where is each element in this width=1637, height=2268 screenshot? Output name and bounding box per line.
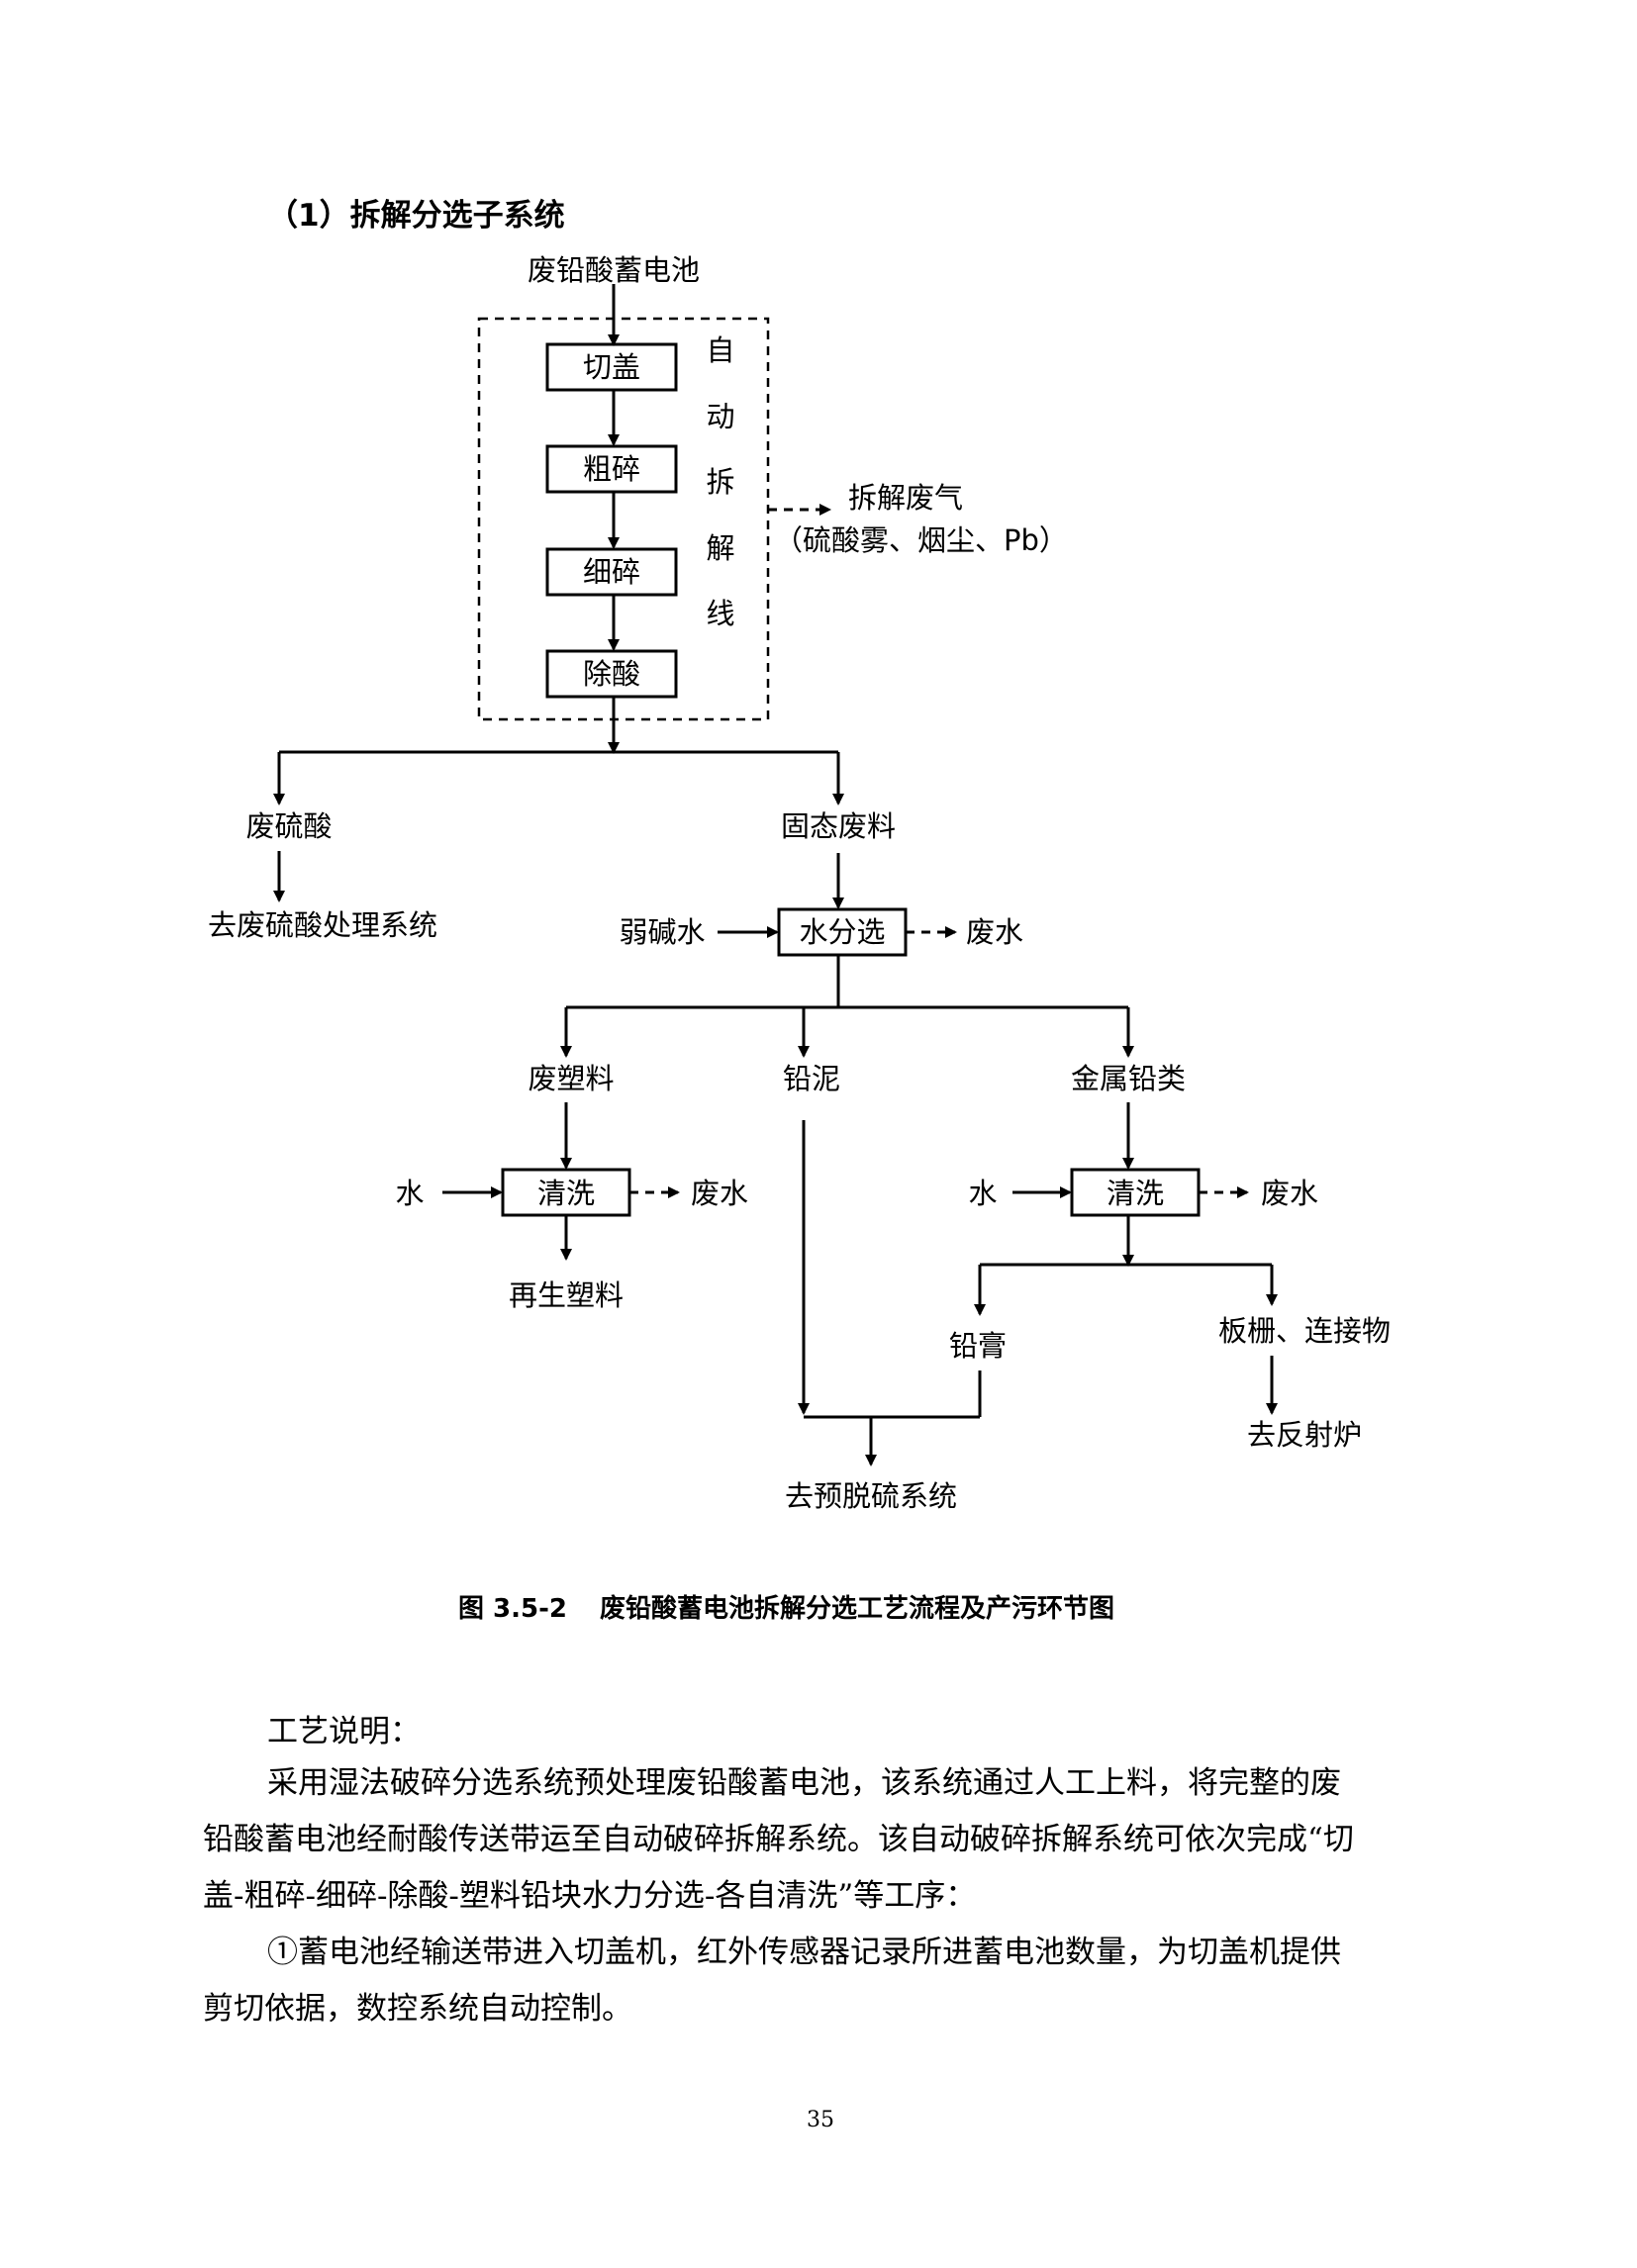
label-lead-mud: 铅泥 bbox=[783, 1062, 840, 1095]
step-box-acid-removal bbox=[545, 649, 678, 699]
figure-caption-number: 图 3.5-2 bbox=[458, 1594, 567, 1624]
auto-line-char-4: 解 bbox=[706, 531, 734, 565]
section-heading: （1）拆解分选子系统 bbox=[267, 198, 565, 234]
label-to-reverberatory: 去反射炉 bbox=[1247, 1418, 1362, 1452]
label-waste-water-1: 废水 bbox=[966, 915, 1023, 949]
label-wash-1: 清洗 bbox=[537, 1177, 595, 1210]
page-number: 35 bbox=[807, 2108, 834, 2132]
figure-caption-text: 废铅酸蓄电池拆解分选工艺流程及产污环节图 bbox=[600, 1594, 1115, 1624]
paragraph-2-line-1: ①蓄电池经输送带进入切盖机，红外传感器记录所进蓄电池数量，为切盖机提供 bbox=[267, 1935, 1341, 1970]
label-grid-connectors: 板栅、连接物 bbox=[1218, 1314, 1391, 1348]
label-waste-water-3: 废水 bbox=[1261, 1177, 1318, 1210]
label-water-separation: 水分选 bbox=[799, 915, 885, 949]
process-flowchart: 废铅酸蓄电池 切盖 粗碎 细碎 除酸 自 动 拆 解 线 拆解废气 （硫酸雾、烟… bbox=[208, 253, 1391, 1513]
description-label: 工艺说明： bbox=[267, 1714, 421, 1749]
auto-line-char-2: 动 bbox=[706, 400, 734, 433]
description-paragraph-2: ①蓄电池经输送带进入切盖机，红外传感器记录所进蓄电池数量，为切盖机提供 剪切依据… bbox=[203, 1925, 1430, 2037]
label-water-2: 水 bbox=[968, 1177, 997, 1210]
description-paragraph-1: 采用湿法破碎分选系统预处理废铅酸蓄电池，该系统通过人工上料，将完整的废 铅酸蓄电… bbox=[203, 1755, 1430, 1925]
label-wash-2: 清洗 bbox=[1107, 1177, 1164, 1210]
paragraph-1-line-3: 盖-粗碎-细碎-除酸-塑料铅块水力分选-各自清洗”等工序： bbox=[203, 1878, 977, 1914]
label-coarse-crush: 粗碎 bbox=[583, 452, 640, 486]
auto-line-char-3: 拆 bbox=[706, 465, 734, 499]
label-waste-acid-dest: 去废硫酸处理系统 bbox=[208, 908, 437, 942]
label-exhaust-gas-detail: （硫酸雾、烟尘、Pb） bbox=[774, 523, 1068, 557]
auto-line-char-5: 线 bbox=[706, 597, 734, 630]
label-waste-plastic: 废塑料 bbox=[528, 1062, 614, 1095]
paragraph-1-line-1: 采用湿法破碎分选系统预处理废铅酸蓄电池，该系统通过人工上料，将完整的废 bbox=[267, 1765, 1341, 1801]
paragraph-2-line-2: 剪切依据，数控系统自动控制。 bbox=[203, 1991, 632, 2027]
label-water-1: 水 bbox=[395, 1177, 424, 1210]
label-weak-alkali-water: 弱碱水 bbox=[619, 915, 705, 949]
label-lead-paste: 铅膏 bbox=[949, 1329, 1007, 1363]
label-to-desulfurization: 去预脱硫系统 bbox=[785, 1479, 957, 1513]
label-fine-crush: 细碎 bbox=[583, 555, 640, 589]
label-top-input: 废铅酸蓄电池 bbox=[528, 253, 700, 287]
label-exhaust-gas: 拆解废气 bbox=[848, 481, 963, 515]
label-metal-lead: 金属铅类 bbox=[1071, 1062, 1186, 1095]
step-box-fine-crush bbox=[545, 547, 678, 597]
step-box-cut-cover bbox=[545, 342, 678, 392]
label-acid-removal: 除酸 bbox=[583, 657, 640, 691]
label-solid-waste: 固态废料 bbox=[781, 809, 896, 843]
label-waste-water-2: 废水 bbox=[691, 1177, 748, 1210]
auto-line-char-1: 自 bbox=[706, 333, 734, 367]
paragraph-1-line-2: 铅酸蓄电池经耐酸传送带运至自动破碎拆解系统。该自动破碎拆解系统可依次完成“切 bbox=[203, 1822, 1354, 1857]
label-waste-acid: 废硫酸 bbox=[245, 809, 332, 843]
label-cut-cover: 切盖 bbox=[583, 350, 640, 384]
step-box-coarse-crush bbox=[545, 444, 678, 494]
label-recycled-plastic: 再生塑料 bbox=[509, 1278, 624, 1312]
